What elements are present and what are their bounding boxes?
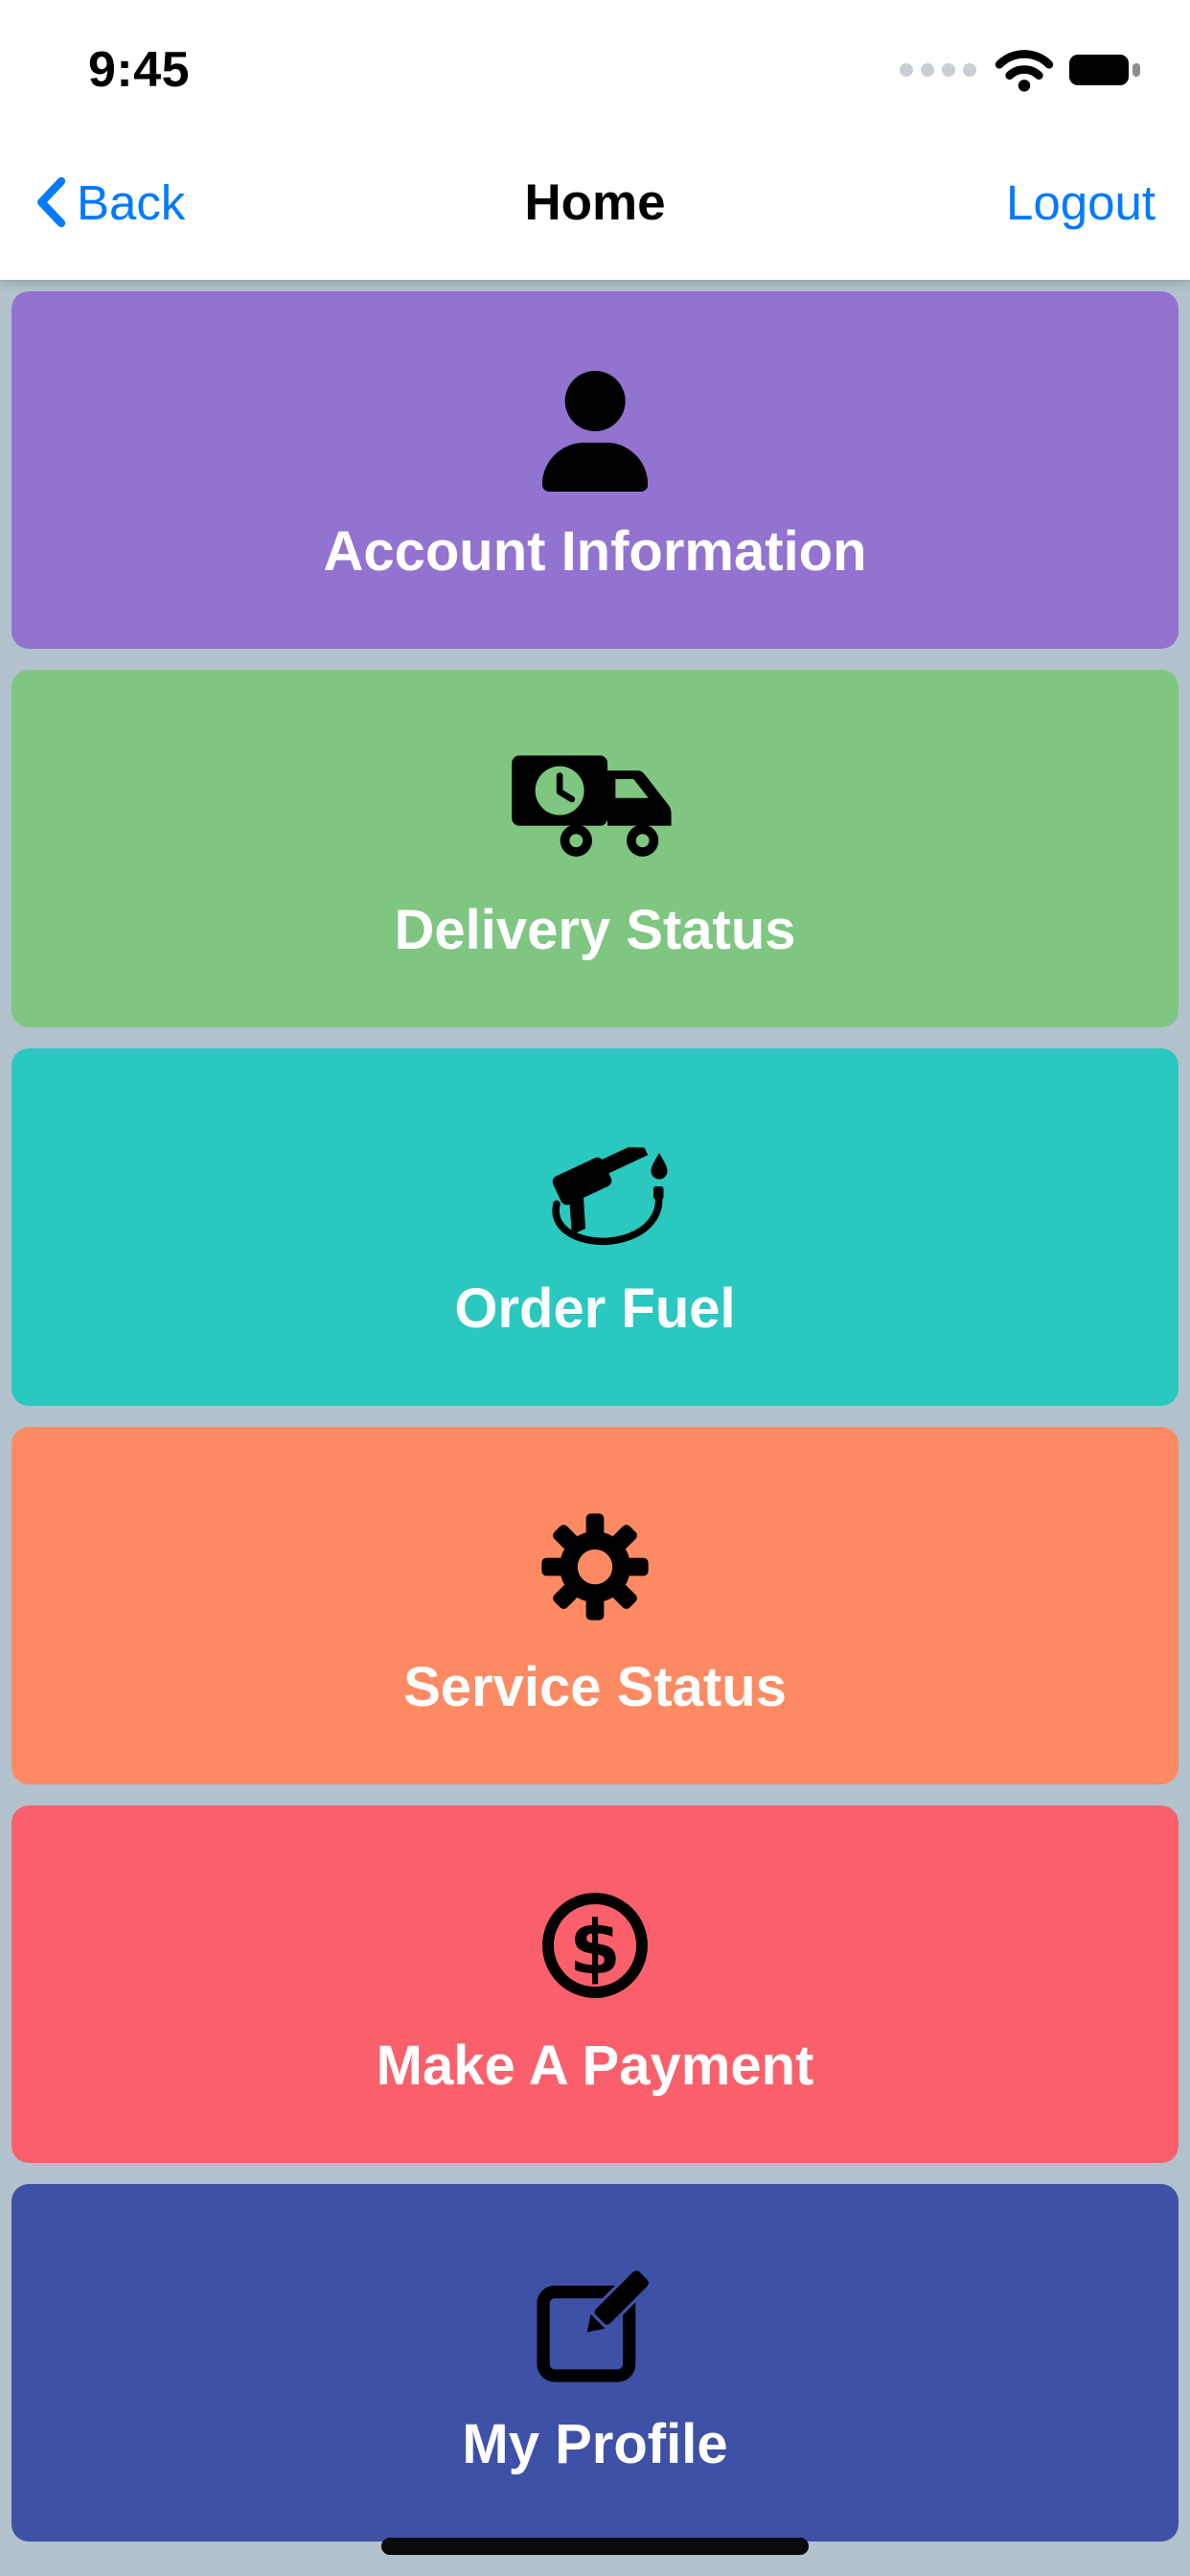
order-fuel-button[interactable]: Order Fuel [11,1048,1179,1406]
back-button[interactable]: Back [34,174,185,231]
dollar-circle-icon: $ [532,1880,658,2011]
nav-bar: Back Home Logout [0,126,1190,278]
tile-label: My Profile [462,2413,728,2475]
user-icon [541,366,649,496]
tile-label: Make A Payment [376,2035,814,2097]
fuel-nozzle-icon [518,1123,672,1254]
back-label: Back [77,174,186,230]
home-menu: Account Information Delivery Status [0,280,1190,2563]
make-a-payment-button[interactable]: $ Make A Payment [11,1806,1179,2163]
account-information-button[interactable]: Account Information [11,291,1179,649]
delivery-status-button[interactable]: Delivery Status [11,670,1179,1027]
home-indicator[interactable] [381,2538,809,2555]
edit-square-icon [534,2259,656,2389]
service-status-button[interactable]: Service Status [11,1427,1179,1784]
chevron-left-icon [37,176,66,228]
tile-label: Account Information [323,520,867,583]
battery-icon [1069,55,1140,85]
tile-label: Delivery Status [394,899,796,961]
tile-label: Order Fuel [454,1277,736,1340]
status-time: 9:45 [88,42,191,98]
header: 9:45 [0,0,1190,280]
status-icons [899,48,1142,92]
truck-clock-icon [510,745,679,875]
my-profile-button[interactable]: My Profile [11,2184,1179,2542]
logout-button[interactable]: Logout [1006,174,1156,230]
cellular-dots-icon [900,63,976,77]
tile-label: Service Status [403,1656,787,1718]
status-bar: 9:45 [0,0,1190,126]
gear-icon [535,1502,655,1632]
dollar-glyph: $ [569,1905,621,1991]
wifi-icon [995,50,1054,92]
